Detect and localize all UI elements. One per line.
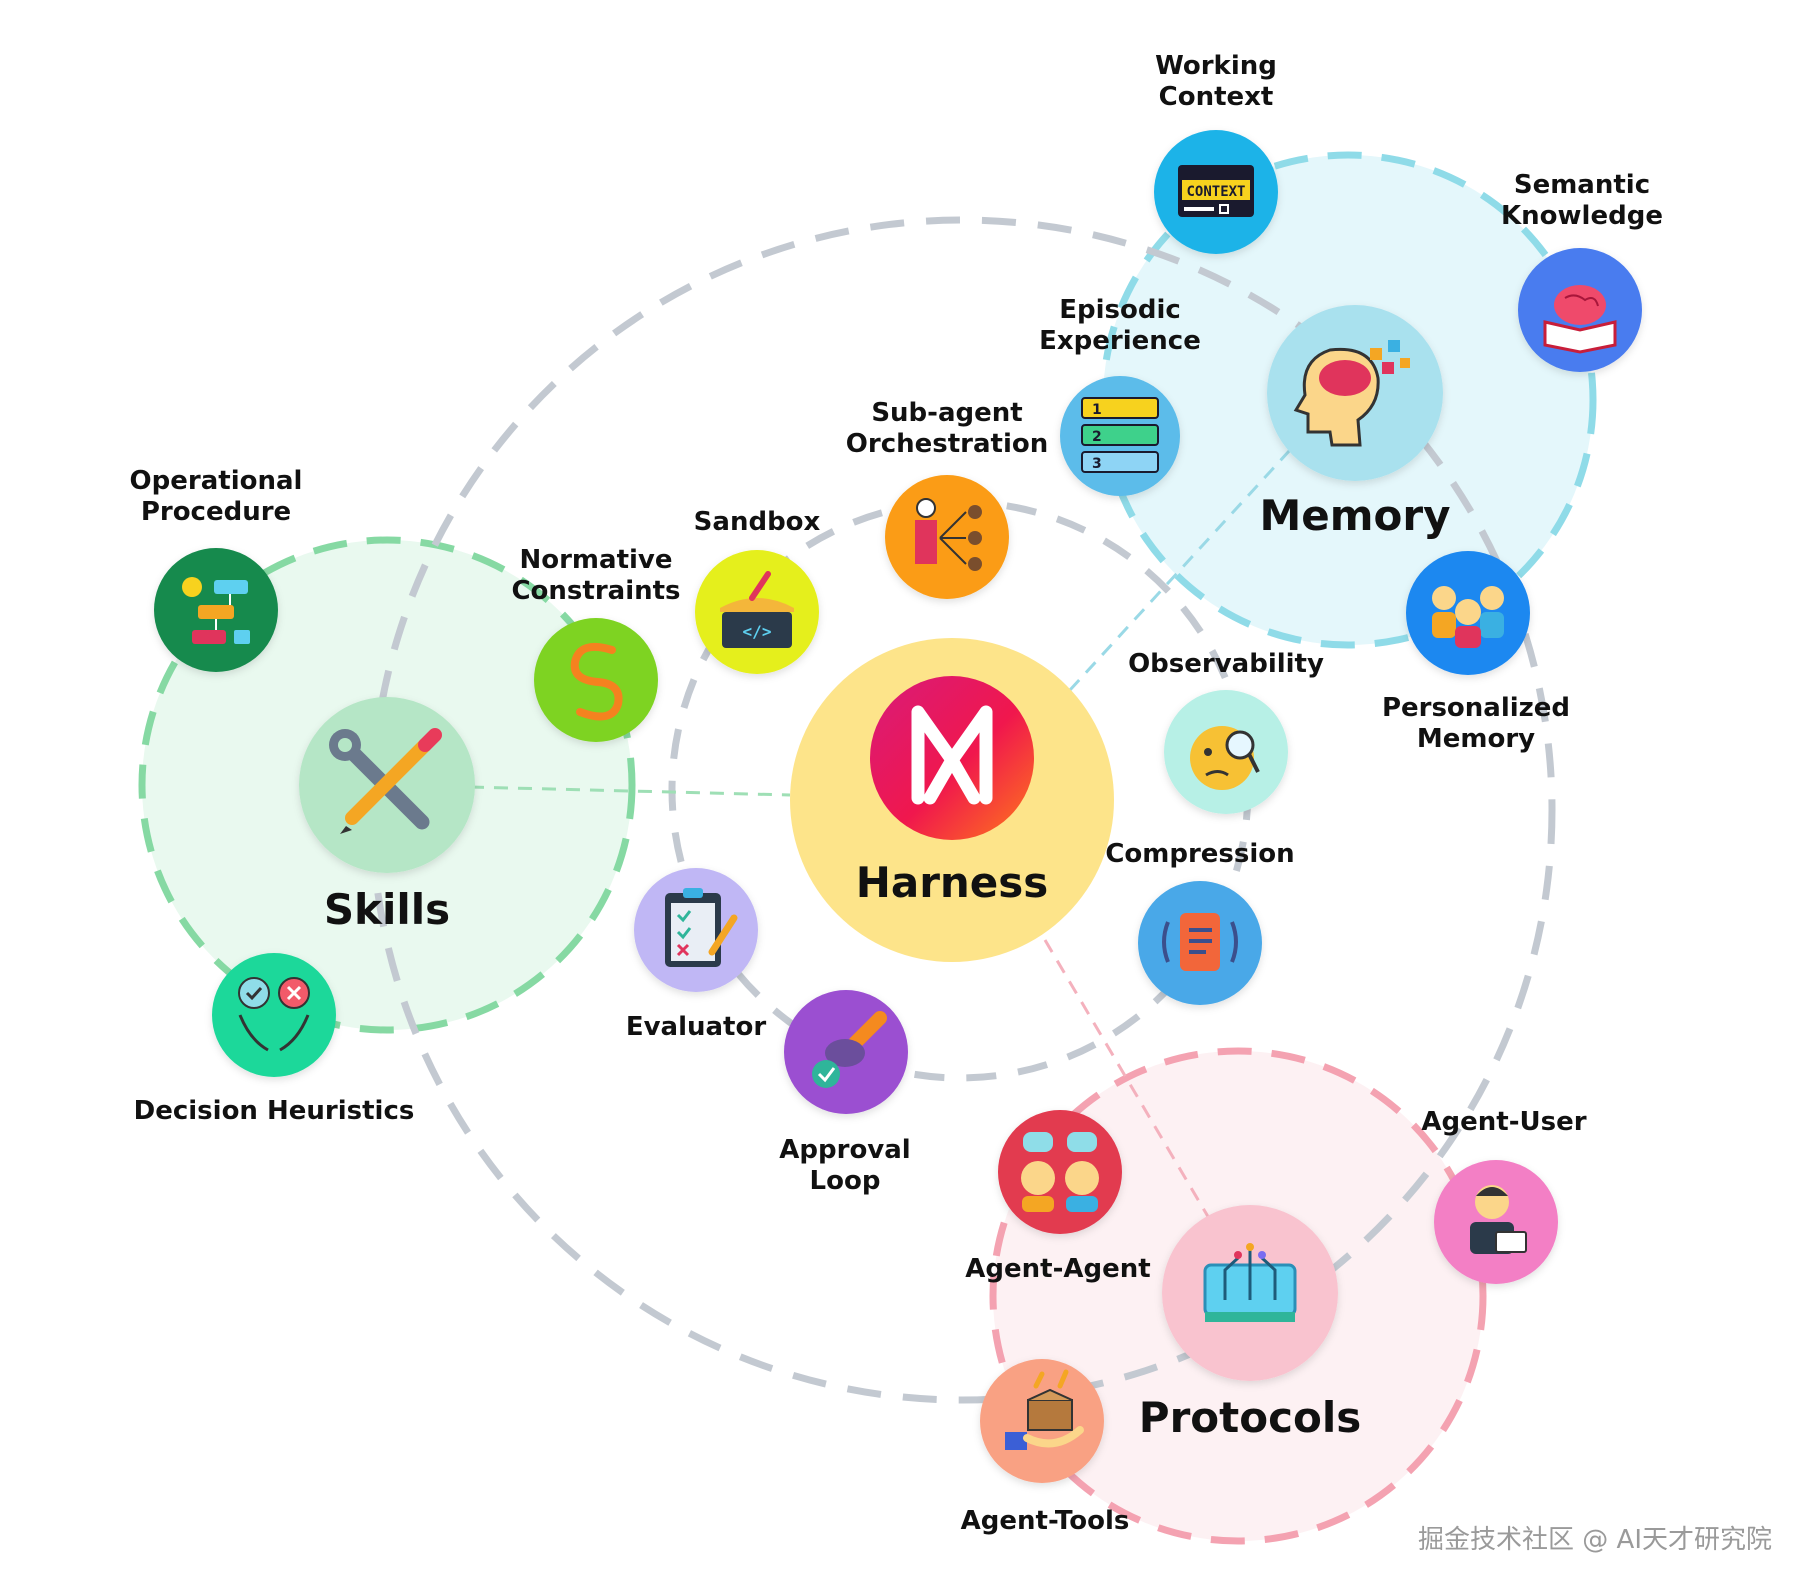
wrench-pencil-icon [329,728,442,834]
node-decision-heuristics[interactable]: Decision Heuristics [134,953,415,1126]
node-compression[interactable]: Compression [1105,839,1295,1005]
node-observability[interactable]: Observability [1128,649,1324,814]
circuit-board-icon [1203,1243,1297,1322]
approval-loop-label-1: Approval [779,1135,910,1165]
node-episodic-experience[interactable]: 1 2 3 Episodic Experience [1039,295,1201,496]
sub-agent-orchestration-label-1: Sub-agent [871,398,1022,428]
protocols-connector [1043,939,1212,1221]
skills-connector [469,785,791,797]
skills-label: Skills [324,885,450,934]
decision-heuristics-circle [212,953,336,1077]
decision-hands-icon [238,977,310,1052]
brain-book-icon [1543,285,1617,354]
checklist-icon [665,888,738,967]
semantic-knowledge-label-1: Semantic [1514,170,1650,200]
evaluator-label: Evaluator [626,1012,767,1042]
memory-hub[interactable]: Memory [1260,305,1451,540]
agent-agent-circle [998,1110,1122,1234]
sandbox-label: Sandbox [694,507,821,537]
link-s-icon [570,643,623,721]
normative-constraints-label-1: Normative [519,545,672,575]
operational-procedure-label-1: Operational [130,466,303,496]
memory-connector [1068,448,1292,692]
decision-heuristics-label: Decision Heuristics [134,1096,415,1126]
protocols-label: Protocols [1139,1393,1361,1442]
harness-hub[interactable]: Harness [790,638,1114,962]
node-working-context[interactable]: CONTEXT Working Context [1154,51,1278,254]
sandbox-icon: </> [720,571,794,648]
node-operational-procedure[interactable]: Operational Procedure [130,466,303,672]
skills-hub[interactable]: Skills [299,697,475,934]
approval-stamp-icon [812,1011,887,1088]
watermark: 掘金技术社区 @ AI天才研究院 [1418,1525,1772,1555]
protocols-hub[interactable]: Protocols [1139,1205,1361,1442]
svg-text:2: 2 [1092,429,1102,445]
node-semantic-knowledge[interactable]: Semantic Knowledge [1501,170,1663,372]
harness-logo-icon [870,676,1034,840]
org-chart-icon [915,498,982,571]
personalized-memory-label-2: Memory [1417,724,1535,754]
agent-tools-label: Agent-Tools [961,1506,1130,1536]
magnifier-face-icon [1190,726,1260,790]
numbered-list-icon: 1 2 3 [1081,397,1159,473]
chatting-agents-icon [1021,1132,1099,1212]
brain-head-icon [1293,340,1410,447]
episodic-experience-label-1: Episodic [1059,295,1181,325]
episodic-experience-label-2: Experience [1039,326,1201,356]
toolbox-hand-icon [1005,1369,1084,1450]
semantic-knowledge-label-2: Knowledge [1501,201,1663,231]
operational-procedure-label-2: Procedure [141,497,291,527]
node-normative-constraints[interactable]: Normative Constraints [511,545,681,742]
compress-document-icon [1162,913,1238,971]
harness-label: Harness [856,858,1049,907]
node-approval-loop[interactable]: Approval Loop [779,990,911,1196]
agent-user-label: Agent-User [1421,1107,1586,1137]
normative-constraints-label-2: Constraints [511,576,680,606]
sub-agent-orchestration-label-2: Orchestration [846,429,1048,459]
memory-label: Memory [1260,491,1451,540]
agent-agent-label: Agent-Agent [965,1254,1150,1284]
flowchart-icon [182,577,250,644]
node-agent-user[interactable]: Agent-User [1421,1107,1587,1284]
user-laptop-icon [1470,1185,1527,1254]
svg-text:</>: </> [743,622,772,641]
node-agent-tools[interactable]: Agent-Tools [961,1359,1130,1536]
svg-text:1: 1 [1092,402,1102,418]
working-context-label-2: Context [1159,82,1274,112]
observability-label: Observability [1128,649,1324,679]
svg-text:CONTEXT: CONTEXT [1186,184,1245,200]
personalized-memory-label-1: Personalized [1382,693,1570,723]
context-panel-icon: CONTEXT [1178,165,1254,217]
working-context-label-1: Working [1155,51,1277,81]
people-group-icon [1432,586,1504,648]
node-sandbox[interactable]: </> Sandbox [694,507,821,674]
node-personalized-memory[interactable]: Personalized Memory [1382,551,1570,754]
node-agent-agent[interactable]: Agent-Agent [965,1110,1151,1284]
node-evaluator[interactable]: Evaluator [626,868,767,1042]
approval-loop-label-2: Loop [810,1166,881,1196]
node-sub-agent-orchestration[interactable]: Sub-agent Orchestration [846,398,1048,599]
svg-text:3: 3 [1092,456,1102,472]
compression-label: Compression [1105,839,1294,869]
